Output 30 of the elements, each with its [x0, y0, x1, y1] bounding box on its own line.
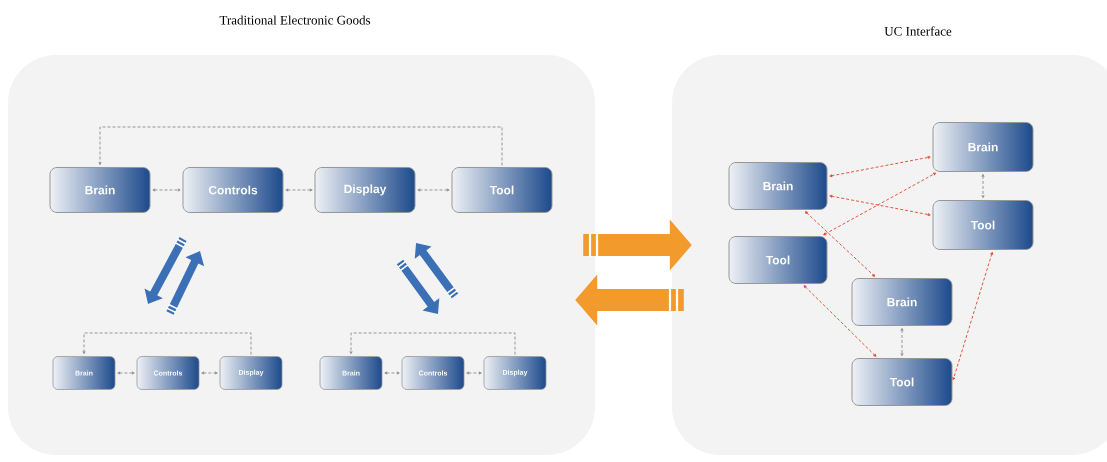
process-box: Brain [851, 278, 953, 326]
process-box: Brain [49, 167, 151, 213]
connector-arrow [201, 371, 218, 375]
process-box: Tool [728, 236, 828, 284]
connector-arrow [952, 251, 994, 381]
connector-arrow [804, 211, 876, 277]
connector-arrow [98, 126, 503, 166]
connector-arrow [829, 194, 931, 217]
connector-arrow [981, 173, 985, 199]
connector-arrow [349, 332, 516, 356]
connector-arrow [900, 327, 904, 357]
process-box: Controls [182, 167, 284, 213]
connector-arrow [384, 371, 400, 375]
process-box: Tool [451, 167, 553, 213]
connector-arrow [417, 188, 450, 192]
process-box: Display [314, 167, 416, 213]
connector-arrow [466, 371, 482, 375]
node-label: Traditional Electronic Goods [219, 15, 371, 25]
connector-arrow [117, 371, 135, 375]
connector-arrow [285, 188, 313, 192]
process-box: Tool [851, 358, 953, 406]
process-box: Brain [728, 162, 828, 210]
connector-arrow [82, 332, 252, 356]
node-label: UC Interface [884, 26, 952, 36]
connector-arrow [829, 155, 931, 178]
connector-arrow [823, 172, 937, 236]
connector-arrow [803, 285, 877, 357]
connector-arrow [152, 188, 181, 192]
process-box: Tool [932, 200, 1034, 250]
process-box: Brain [932, 122, 1034, 172]
